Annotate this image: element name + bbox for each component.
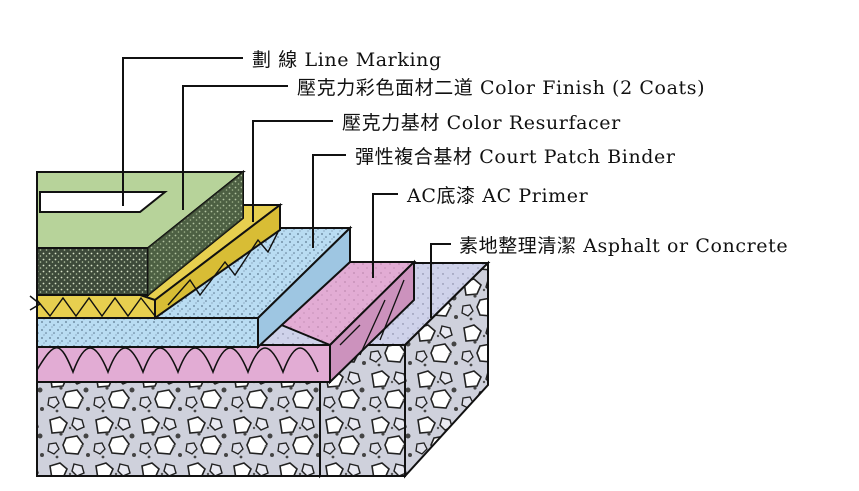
label-ac-primer: AC底漆 AC Primer bbox=[406, 185, 589, 207]
leader-color-resurfacer bbox=[252, 120, 333, 222]
leader-asphalt-concrete bbox=[430, 243, 451, 318]
leader-color-finish bbox=[182, 85, 288, 210]
label-asphalt-concrete: 素地整理清潔 Asphalt or Concrete bbox=[459, 235, 788, 257]
leader-court-patch-binder bbox=[312, 154, 346, 248]
leader-line-marking bbox=[122, 57, 243, 206]
leader-ac-primer bbox=[372, 193, 398, 278]
color-resurfacer-layer bbox=[29, 202, 283, 320]
label-color-resurfacer: 壓克力基材 Color Resurfacer bbox=[342, 112, 621, 134]
asphalt-concrete-layer bbox=[36, 260, 491, 479]
label-color-finish: 壓克力彩色面材二道 Color Finish (2 Coats) bbox=[297, 77, 705, 99]
ac-primer-layer bbox=[36, 259, 417, 385]
label-line-marking: 劃 線 Line Marking bbox=[252, 49, 442, 71]
label-court-patch-binder: 彈性複合基材 Court Patch Binder bbox=[355, 146, 676, 168]
layer-labels: 劃 線 Line Marking 壓克力彩色面材二道 Color Finish … bbox=[252, 49, 788, 257]
leader-lines bbox=[122, 57, 451, 318]
